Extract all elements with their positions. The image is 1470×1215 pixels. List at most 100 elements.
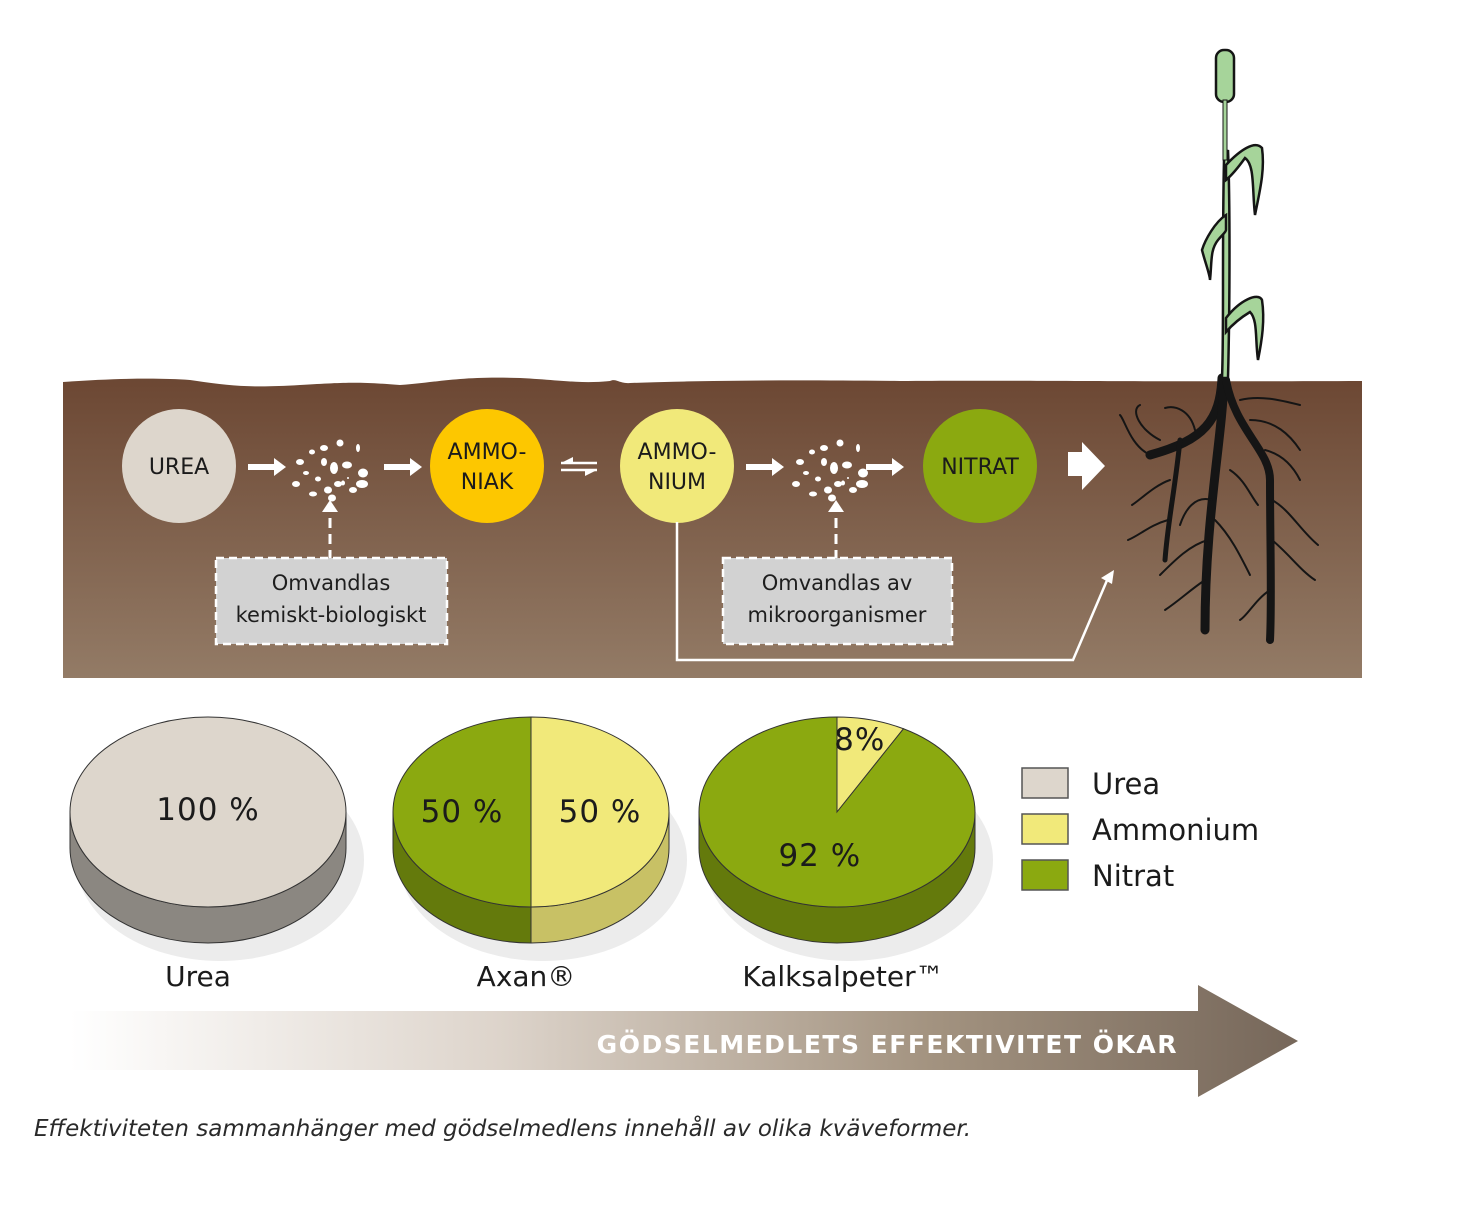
microorganism-dot <box>849 487 857 493</box>
microorganism-dot <box>836 439 844 447</box>
microorganism-dot <box>792 481 800 487</box>
node-circle <box>122 409 236 523</box>
pie-name-label: Urea <box>165 960 231 993</box>
node-ammonium: AMMO- NIUM <box>620 409 734 523</box>
stem-icon <box>1200 48 1265 380</box>
arrow-right-icon <box>746 458 784 476</box>
microorganism-dot <box>356 444 360 452</box>
microorganism-dot <box>821 458 827 466</box>
node-circle <box>430 409 544 523</box>
pie-data-label: 50 % <box>559 794 642 830</box>
roots-icon <box>1119 373 1319 644</box>
legend-label: Nitrat <box>1092 859 1174 893</box>
box-line: Omvandlas av <box>762 571 913 595</box>
pie-data-label: 50 % <box>421 794 504 830</box>
microorganism-dot <box>796 459 804 465</box>
conversion-box-microorganisms: Omvandlas av mikroorganismer <box>721 556 954 646</box>
microorganism-dot <box>334 481 342 487</box>
microorganism-dot <box>815 476 821 482</box>
legend-swatch <box>1021 767 1069 799</box>
microorganism-dot <box>328 494 336 502</box>
pie-slice <box>69 716 347 908</box>
legend-swatch <box>1021 813 1069 845</box>
efficiency-arrow-label: GÖDSELMEDLETS EFFEKTIVITET ÖKAR <box>597 1029 1178 1059</box>
big-arrow-right-icon <box>1068 442 1105 490</box>
node-circle <box>923 409 1037 523</box>
microorganism-dot <box>842 461 852 469</box>
plant-illustration <box>1119 48 1319 644</box>
pie-axan: 50 % 50 % Axan® <box>392 716 687 993</box>
ammonium-uptake-arrow <box>675 522 1110 662</box>
microorganism-dot <box>809 449 815 455</box>
legend-item-ammonium: Ammonium <box>1021 813 1259 847</box>
microorganism-dot <box>315 476 321 482</box>
microorganism-dot <box>321 458 327 466</box>
arrow-right-icon <box>248 458 286 476</box>
node-ammoniak: AMMO- NIAK <box>430 409 544 523</box>
microorganism-dot <box>824 486 832 494</box>
legend-item-urea: Urea <box>1021 767 1160 801</box>
process-arrows <box>248 442 1114 662</box>
legend-label: Urea <box>1092 767 1160 801</box>
legend-label: Ammonium <box>1092 813 1259 847</box>
microorganism-cluster-icon <box>292 439 368 502</box>
box-line: mikroorganismer <box>748 603 927 627</box>
node-circle <box>620 409 734 523</box>
microorganism-dot <box>856 480 868 488</box>
node-nitrat: NITRAT <box>923 409 1037 523</box>
microorganism-dot <box>292 481 300 487</box>
pie-data-label: 92 % <box>778 838 861 874</box>
microorganism-dot <box>336 439 344 447</box>
pie-data-label: 8% <box>834 722 885 758</box>
pie-name-label: Axan® <box>477 960 576 993</box>
box-line: kemiskt-biologiskt <box>236 603 427 627</box>
microorganism-dot <box>358 468 368 478</box>
microorganism-dot <box>309 491 317 497</box>
pie-name-label: Kalksalpeter™ <box>742 960 943 993</box>
microorganism-dot <box>303 471 309 475</box>
equilibrium-arrows-icon <box>561 457 597 476</box>
microorganism-dot <box>347 477 349 479</box>
microorganism-dot <box>342 461 352 469</box>
box-line: Omvandlas <box>272 571 391 595</box>
microorganism-dot <box>847 477 849 479</box>
pie-urea: 100 %Urea <box>69 716 364 993</box>
microorganism-dot <box>803 471 809 475</box>
arrow-right-icon <box>384 458 422 476</box>
pie-slice <box>698 716 976 908</box>
node-label: NITRAT <box>941 455 1019 480</box>
microorganism-dot <box>309 449 315 455</box>
microorganism-dot <box>324 486 332 494</box>
node-label: AMMO- <box>638 440 717 465</box>
node-label: UREA <box>149 455 209 480</box>
microorganism-dot <box>834 481 842 487</box>
microorganism-cluster-icon <box>792 439 868 502</box>
figure-caption: Effektiviteten sammanhänger med gödselme… <box>34 1116 972 1142</box>
microorganism-dot <box>341 480 345 486</box>
arrow-right-icon <box>866 458 904 476</box>
microorganism-dot <box>830 462 838 474</box>
microorganism-dot <box>356 480 368 488</box>
node-label: NIAK <box>461 470 514 495</box>
microorganism-dot <box>856 444 860 452</box>
microorganism-dot <box>828 494 836 502</box>
legend-item-nitrat: Nitrat <box>1021 859 1174 893</box>
node-urea: UREA <box>122 409 236 523</box>
microorganism-dot <box>330 462 338 474</box>
arrow-head-icon <box>1101 570 1114 584</box>
pie-charts: 100 %Urea 50 % 50 % Axan® 8% 92 % Kalksalpeter… <box>69 716 993 993</box>
microorganism-dot <box>320 445 328 451</box>
pie-slice <box>392 716 532 908</box>
efficiency-arrow: GÖDSELMEDLETS EFFEKTIVITET ÖKAR <box>70 985 1298 1097</box>
node-label: NIUM <box>648 470 706 495</box>
conversion-box-chemical: Omvandlas kemiskt-biologiskt <box>214 556 449 646</box>
microorganism-dot <box>820 445 828 451</box>
microorganism-dot <box>858 468 868 478</box>
microorganism-dot <box>349 487 357 493</box>
microorganism-dot <box>296 459 304 465</box>
dashed-arrow-up-icon <box>828 500 844 560</box>
node-label: AMMO- <box>448 440 527 465</box>
microorganism-dot <box>809 491 817 497</box>
